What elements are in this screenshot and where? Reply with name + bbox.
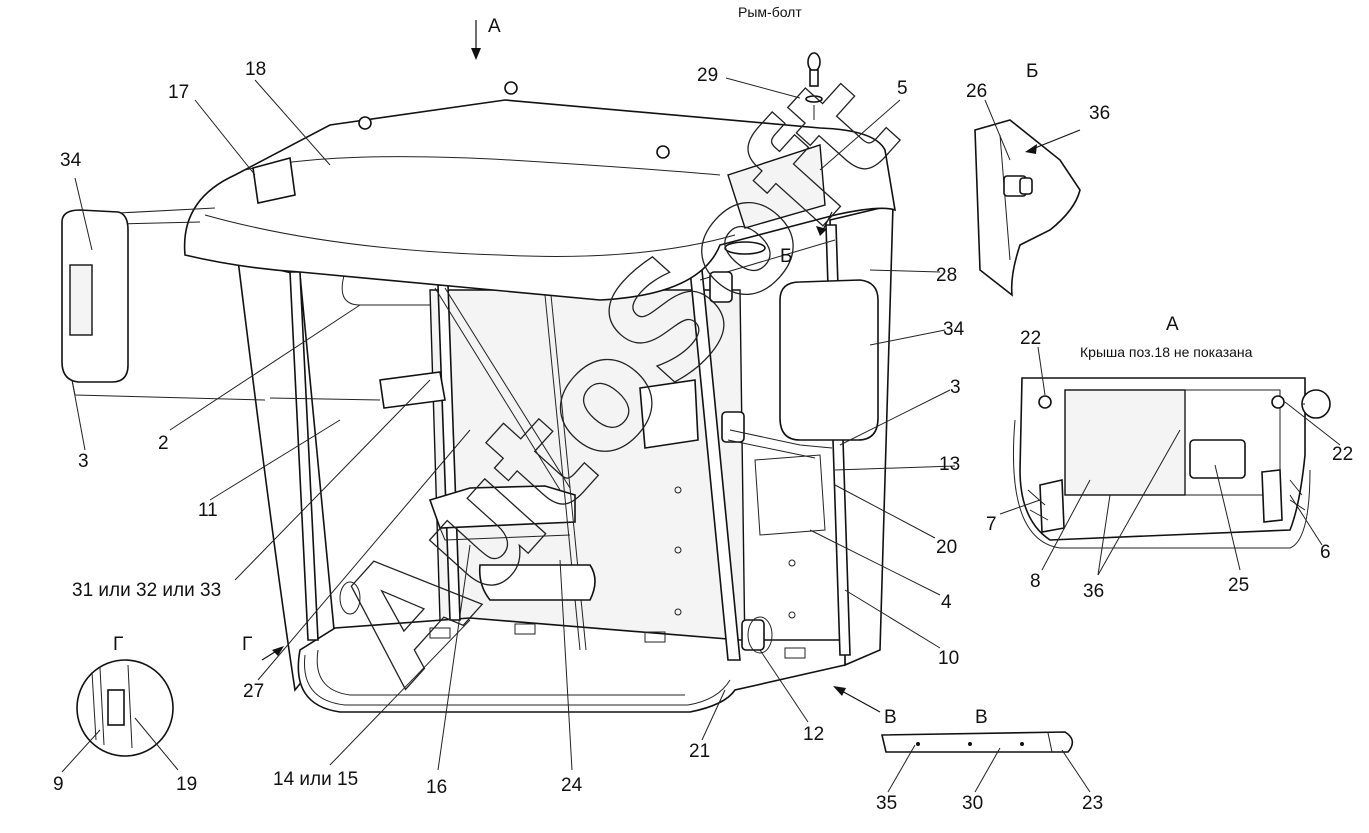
callout-10: 10 (938, 648, 959, 669)
callout-9: 9 (53, 774, 64, 795)
callout-24: 24 (561, 775, 583, 796)
callout-12: 12 (803, 724, 824, 745)
callout-23: 23 (1082, 793, 1103, 814)
callout-4: 4 (941, 592, 952, 613)
eyebolt-detail (805, 52, 823, 120)
callout-18: 18 (245, 59, 266, 80)
view-g-title: Г (113, 634, 123, 655)
view-g-arrow-label: Г (242, 634, 252, 655)
callout-26: 26 (966, 81, 987, 102)
callout-29: 29 (697, 65, 718, 86)
view-b-arrow-label: Б (780, 246, 792, 267)
right-mirror (727, 279, 879, 459)
callout-5: 5 (897, 78, 908, 99)
view-arrows (261, 20, 1081, 713)
callout-16: 16 (426, 777, 447, 798)
callout-34-right: 34 (943, 319, 965, 340)
cab-roof (183, 81, 897, 301)
callout-36-top: 36 (1089, 103, 1110, 124)
leader-lines (61, 77, 1341, 793)
main-view-arrow-label: А (488, 16, 501, 37)
callout-20: 20 (936, 537, 957, 558)
view-a-title: А (1166, 314, 1179, 335)
callout-17: 17 (168, 82, 189, 103)
callout-21: 21 (689, 741, 710, 762)
callout-35: 35 (876, 793, 897, 814)
view-a-note: Крыша поз.18 не показана (1080, 344, 1253, 360)
view-b-detail (974, 119, 1081, 297)
callout-28: 28 (936, 265, 957, 286)
view-v-title: В (975, 707, 988, 728)
view-b-title: Б (1026, 61, 1038, 82)
callout-6: 6 (1320, 542, 1331, 563)
callout-11: 11 (198, 500, 218, 521)
eyebolt-caption: Рым-болт (738, 4, 802, 20)
view-g-detail (76, 659, 174, 757)
view-a-detail (1012, 377, 1331, 549)
callout-31-or-32-or-33: 31 или 32 или 33 (72, 580, 221, 601)
view-v-detail (880, 731, 1074, 753)
callout-3-right: 3 (950, 377, 961, 398)
callout-3-left: 3 (78, 451, 89, 472)
callout-7: 7 (986, 514, 997, 535)
callout-30: 30 (962, 793, 983, 814)
callout-34-left: 34 (60, 150, 82, 171)
callout-2: 2 (158, 433, 169, 454)
callout-25: 25 (1228, 575, 1249, 596)
callout-22-left: 22 (1020, 328, 1041, 349)
callout-8: 8 (1030, 571, 1041, 592)
callout-36-bottom: 36 (1083, 581, 1104, 602)
callout-22-right: 22 (1332, 444, 1353, 465)
view-v-arrow-label: В (884, 707, 897, 728)
callout-13: 13 (939, 454, 960, 475)
callout-19: 19 (176, 774, 197, 795)
callout-14-or-15: 14 или 15 (273, 769, 358, 790)
callout-27: 27 (243, 681, 264, 702)
